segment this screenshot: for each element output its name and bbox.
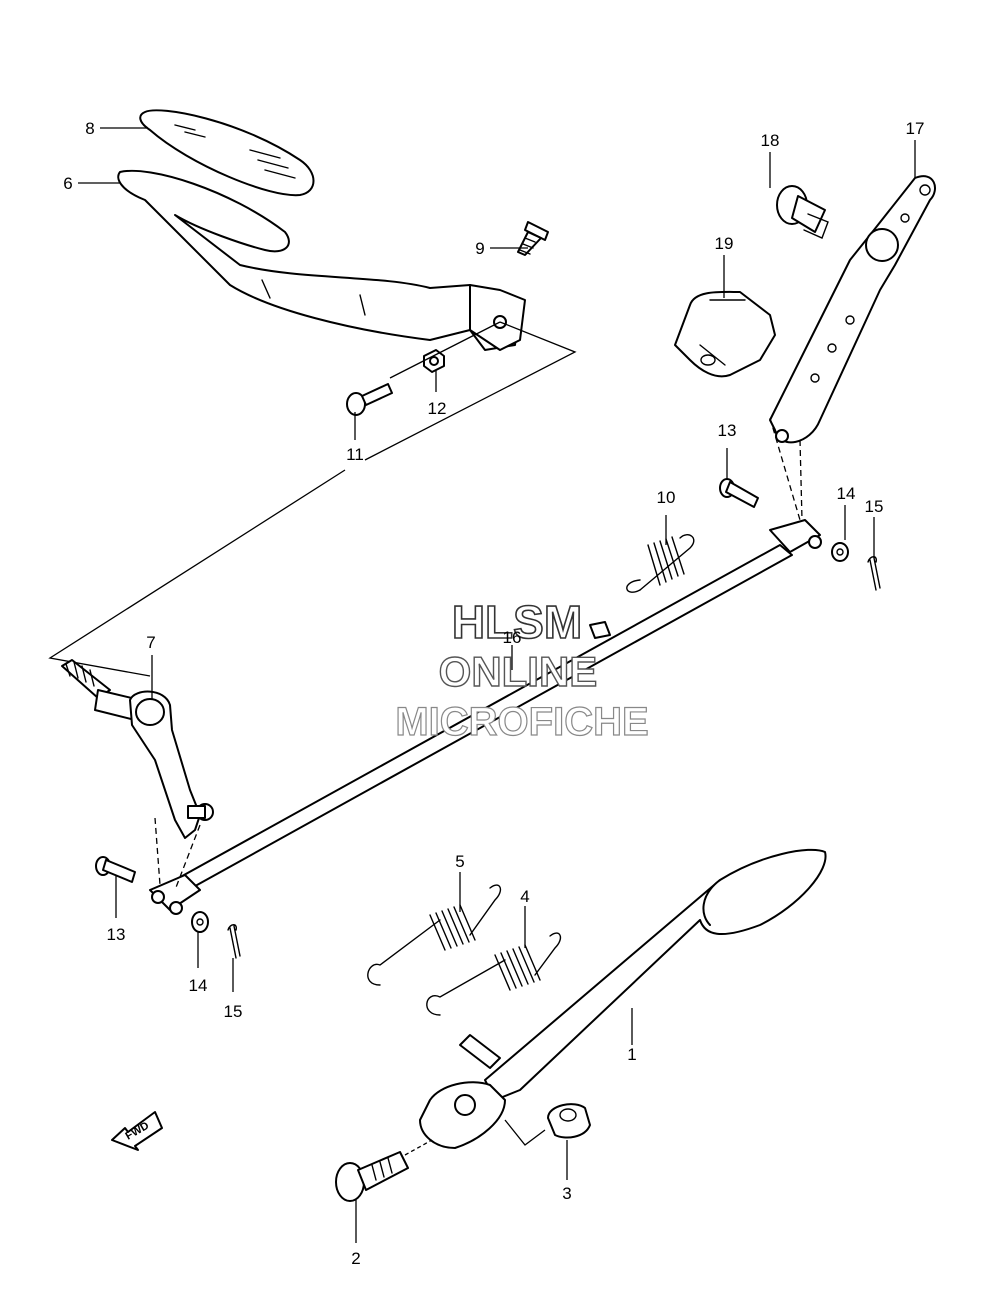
callout-6: 6 — [63, 174, 72, 193]
callout-leaders — [78, 127, 916, 1243]
part-13-clevis-pin-right — [719, 478, 759, 508]
callout-3: 3 — [562, 1184, 571, 1203]
part-14-washer-left — [191, 911, 209, 933]
part-15-cotter-pin-right — [867, 556, 881, 591]
part-15-cotter-pin-left — [227, 924, 241, 959]
part-12-nut — [423, 349, 445, 373]
callout-14-right: 14 — [837, 484, 856, 503]
callout-4: 4 — [520, 887, 529, 906]
callout-15-right: 15 — [865, 497, 884, 516]
callout-7: 7 — [146, 633, 155, 652]
callout-16: 16 — [503, 628, 522, 647]
callout-14-left: 14 — [189, 976, 208, 995]
part-17-lever-arm — [769, 175, 936, 444]
part-11-bolt — [346, 383, 393, 416]
watermark-line-2: ONLINE — [439, 648, 598, 695]
part-7-brake-arm — [61, 659, 214, 839]
watermark: HLSM ONLINE MICROFICHE — [395, 595, 650, 744]
part-14-washer-right — [831, 542, 849, 562]
callout-10: 10 — [657, 488, 676, 507]
callout-13-right: 13 — [718, 421, 737, 440]
part-16-brake-rod — [149, 519, 822, 915]
callout-18: 18 — [761, 131, 780, 150]
part-3-nut — [547, 1103, 591, 1139]
part-5-spring — [367, 884, 502, 986]
part-9-bolt — [517, 221, 549, 256]
part-1-side-stand — [419, 848, 827, 1149]
callout-5: 5 — [455, 852, 464, 871]
part-2-pivot-bolt — [335, 1151, 409, 1202]
callout-9: 9 — [475, 239, 484, 258]
forward-arrow-icon: FWD — [111, 1111, 163, 1151]
callout-8: 8 — [85, 119, 94, 138]
callout-11: 11 — [346, 445, 364, 464]
part-13-clevis-pin-left — [95, 856, 136, 883]
callout-2: 2 — [351, 1249, 360, 1268]
watermark-line-1: HLSM — [452, 596, 582, 648]
stand-guide-lines — [404, 1119, 546, 1156]
part-8-pedal-rubber — [139, 109, 315, 197]
part-4-spring — [426, 932, 562, 1016]
part-19-cover — [674, 290, 776, 378]
callout-19: 19 — [715, 234, 734, 253]
callout-15-left: 15 — [224, 1002, 243, 1021]
callout-17: 17 — [906, 119, 925, 138]
part-6-brake-pedal — [117, 169, 526, 351]
callout-12: 12 — [428, 399, 447, 418]
part-10-spring — [626, 534, 695, 593]
part-18-pivot-bolt — [776, 185, 829, 239]
callout-1: 1 — [627, 1045, 636, 1064]
watermark-line-3: MICROFICHE — [395, 700, 648, 744]
callout-numbers: 8 6 9 11 12 7 16 10 13 14 15 17 18 19 13… — [63, 119, 924, 1268]
callout-13-left: 13 — [107, 925, 126, 944]
assembly-guide-lines — [48, 321, 577, 677]
